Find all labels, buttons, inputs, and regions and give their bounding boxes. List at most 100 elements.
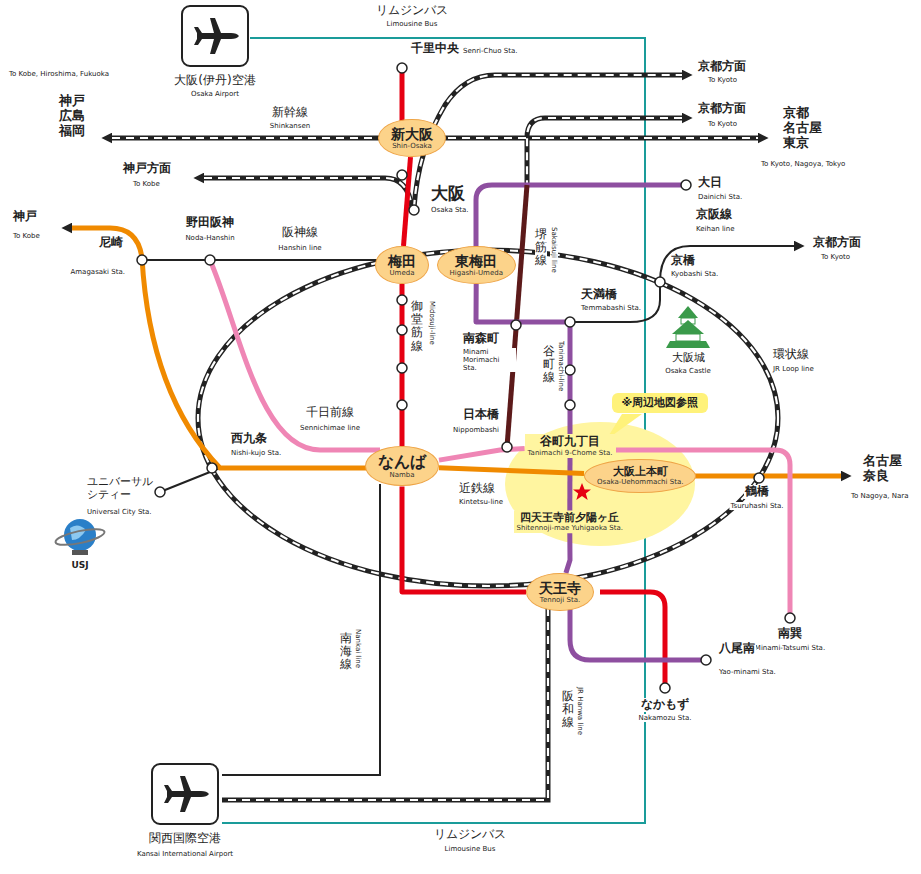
map-label: Keihan line xyxy=(695,225,736,233)
map-label: 堺筋線 xyxy=(535,228,547,268)
station-label-box: 谷町九丁目Tanimachi 9-Chome Sta. xyxy=(525,434,616,458)
hanshin-kintetsu-line xyxy=(68,228,845,476)
station-oval: なんばNamba xyxy=(365,446,439,486)
rail-line-dash xyxy=(112,75,778,800)
map-label: 天満橋 xyxy=(580,288,618,302)
station-dot xyxy=(785,613,795,623)
map-label: リムジンバス xyxy=(375,4,449,18)
map-label: 日本橋 xyxy=(462,408,500,422)
map-label: 御堂筋線 xyxy=(411,300,423,353)
sakaisuji-line xyxy=(507,185,527,447)
map-label: 八尾南 xyxy=(718,642,756,656)
map-label: 京都 名古屋 東京 xyxy=(782,106,823,151)
rail-line-dash xyxy=(527,118,682,185)
station-dot xyxy=(565,317,575,327)
destination-star xyxy=(573,483,591,500)
map-label: 新幹線 xyxy=(271,106,309,120)
station-oval: 東梅田Higashi-Umeda xyxy=(437,246,516,284)
map-label: 西九条 xyxy=(230,432,268,446)
station-english: Osaka-Uehommachi Sta. xyxy=(597,478,683,486)
station-dot xyxy=(397,295,407,305)
map-label: なかもず xyxy=(640,698,690,712)
map-label: 阪和線 xyxy=(562,690,574,730)
map-label: To Kobe xyxy=(12,232,41,240)
castle-icon xyxy=(676,334,700,341)
map-label: 京都方面 xyxy=(812,236,862,250)
map-label: To Kobe, Hiroshima, Fukuoka xyxy=(8,70,90,78)
map-label: Minami Morimachi Sta. xyxy=(462,348,516,372)
callout-box: ※周辺地図参照 xyxy=(612,393,709,414)
tanimachi-line xyxy=(570,606,706,660)
destination-star xyxy=(573,483,591,500)
station-oval: 大阪上本町Osaka-Uehommachi Sta. xyxy=(584,459,696,494)
rail-line-black xyxy=(222,608,548,800)
station-dot xyxy=(701,655,711,665)
map-label: Nippombashi xyxy=(452,426,500,434)
map-label: JR Loop line xyxy=(772,365,815,373)
map-label: Midosuji-line xyxy=(428,300,436,346)
station-dot xyxy=(565,365,575,375)
map-label: Limousine Bus xyxy=(444,845,497,853)
station-english: Higashi-Umeda xyxy=(450,269,503,277)
station-dot xyxy=(205,255,215,265)
map-label: Nishi-kujo Sta. xyxy=(230,449,282,457)
station-dot xyxy=(754,473,764,483)
station-oval: 新大阪Shin-Osaka xyxy=(378,119,446,157)
station-dot xyxy=(565,400,575,410)
map-label: Tsuruhashi Sta. xyxy=(729,502,784,510)
station-dot xyxy=(409,205,419,215)
map-label: Kintetsu-line xyxy=(458,498,504,506)
map-label: Osaka Sta. xyxy=(430,206,470,214)
map-label: To Kyoto xyxy=(707,76,738,84)
map-label: To Kyoto xyxy=(707,120,738,128)
map-label: 南巽 xyxy=(777,627,803,641)
map-label: 京都方面 xyxy=(697,102,747,116)
station-dot xyxy=(502,442,512,452)
rail-line xyxy=(439,468,584,474)
tanimachi-line xyxy=(476,185,686,252)
map-label: Limousine Bus xyxy=(386,20,439,28)
rail-line xyxy=(402,486,526,592)
map-label: To Kobe xyxy=(132,180,161,188)
map-label: 神戸 xyxy=(12,210,38,224)
usj-globe xyxy=(54,526,105,548)
map-label: To Kyoto xyxy=(820,253,851,261)
station-dot xyxy=(137,63,795,693)
map-label: ユニバーサル シティー xyxy=(86,476,154,501)
rail-line xyxy=(566,533,570,573)
map-label: 南海線 xyxy=(340,632,352,672)
highlight-area xyxy=(505,422,695,546)
map-label: 鶴橋 xyxy=(744,485,770,499)
map-label: 名古屋 奈良 xyxy=(862,454,903,484)
station-english: Umeda xyxy=(388,269,416,277)
rail-line-dash xyxy=(204,178,412,208)
station-name: 大阪上本町 xyxy=(597,466,683,479)
station-dot xyxy=(207,463,217,473)
map-label: Osaka Castle xyxy=(664,367,712,375)
airport-icon xyxy=(152,6,248,824)
midosuji-line xyxy=(400,68,405,122)
map-label: Noda-Hanshin xyxy=(184,234,235,242)
map-label: 千日前線 xyxy=(305,406,355,420)
map-label: 尼崎 xyxy=(98,236,124,250)
station-dot xyxy=(397,325,407,335)
station-dot xyxy=(137,255,147,265)
map-label: 大阪(伊丹)空港 xyxy=(173,74,256,88)
station-english: Namba xyxy=(378,471,426,479)
map-label: Hanshin line xyxy=(277,244,322,252)
rail-line xyxy=(567,458,572,511)
map-label: Sennichimae line xyxy=(299,424,361,432)
station-oval: 梅田Umeda xyxy=(375,246,429,284)
private-line xyxy=(570,246,798,322)
map-label: 京橋 xyxy=(670,254,696,268)
map-label: Shinkansen xyxy=(269,122,311,130)
castle-icon xyxy=(666,306,710,348)
map-label: 近鉄線 xyxy=(458,482,496,496)
airport-icon xyxy=(152,764,218,824)
station-dot xyxy=(660,683,670,693)
map-label: 野田阪神 xyxy=(185,216,235,230)
sennichimae-line xyxy=(210,260,790,618)
map-label: 谷町線 xyxy=(543,345,555,385)
map-label: 大日 xyxy=(697,176,723,190)
